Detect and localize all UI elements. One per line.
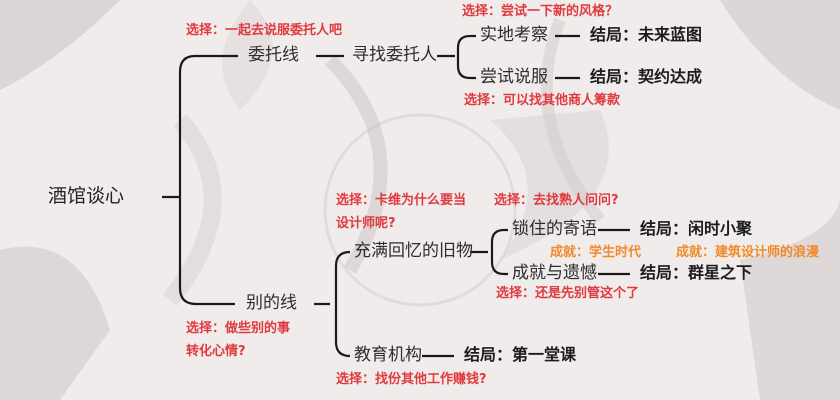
branch1-choice: 选择：一起去说服委托人吧: [186, 23, 343, 38]
branch2-step2-node: 教育机构: [354, 345, 422, 365]
branch2-sub1-ending: 结局：闲时小聚: [640, 219, 753, 238]
branch2-sub1-node: 锁住的寄语: [512, 219, 597, 239]
branch1-sub2-node: 尝试说服: [480, 67, 548, 87]
branch1-sub2-ending: 结局：契约达成: [590, 67, 703, 86]
achievement-1: 成就：学生时代: [550, 245, 642, 260]
achievement-2: 成就：建筑设计师的浪漫: [676, 245, 820, 260]
branch2-choice-line2: 转化心情?: [186, 344, 246, 359]
branch2-step2-choice: 选择：找份其他工作赚钱?: [336, 372, 487, 387]
branch2-choice-line1: 选择：做些别的事: [186, 321, 291, 336]
branch2-sub2-node: 成就与遗憾: [512, 263, 597, 283]
branch1-step-node: 寻找委托人: [352, 45, 437, 65]
branch2-step1-choice-a-line2: 设计师呢?: [336, 216, 396, 231]
branch2-node: 别的线: [246, 293, 297, 313]
branch1-sub2-choice: 选择：可以找其他商人筹款: [464, 93, 621, 108]
branch1-sub1-node: 实地考察: [480, 25, 548, 45]
branch1-node: 委托线: [248, 45, 299, 65]
branch2-step1-node: 充满回忆的旧物: [354, 241, 473, 261]
branch1-sub1-choice: 选择：尝试一下新的风格？: [462, 4, 619, 19]
branch1-sub1-ending: 结局：未来蓝图: [590, 25, 703, 44]
branch2-sub2-choice: 选择：还是先别管这个了: [496, 286, 640, 301]
branch2-step2-ending: 结局：第一堂课: [464, 345, 577, 364]
branch2-step1-choice-b: 选择：去找熟人问问?: [494, 193, 619, 208]
branch2-sub2-ending: 结局：群星之下: [640, 263, 753, 282]
branch2-step1-choice-a-line1: 选择：卡维为什么要当: [336, 193, 467, 208]
root-node: 酒馆谈心: [48, 185, 125, 207]
